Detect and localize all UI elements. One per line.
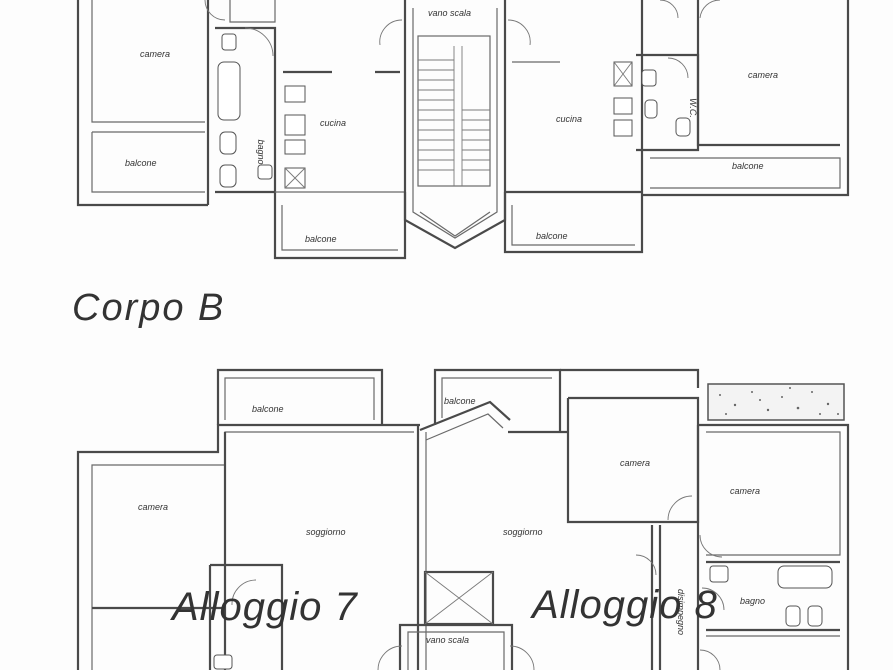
label-balcone-lower-mid: balcone (444, 396, 476, 406)
upper-stair-treads (418, 46, 490, 186)
door-arc-stair-left (379, 19, 403, 46)
upper-camera-right-wall (696, 0, 840, 147)
upper-stair-chevron (419, 211, 491, 237)
upper-right-outer-wall (642, 0, 850, 197)
door-arc-bagno-right (701, 587, 725, 611)
door-arc-bath-left (244, 27, 274, 57)
label-camera-lower-left: camera (138, 502, 168, 512)
label-bagno-lower-right: bagno (740, 596, 765, 606)
lower-left-outer-wall (76, 423, 420, 670)
upper-balcony-right-long (650, 157, 841, 189)
lower-disimpegno-walls (650, 525, 662, 670)
lower-plan: balcone balcone camera soggiorno soggior… (76, 368, 850, 670)
lower-stair-outer (398, 623, 514, 670)
label-vano-scala-lower: vano scala (426, 635, 469, 645)
upper-left-outer-wall (76, 0, 208, 207)
door-arc-top-left (204, 0, 226, 21)
label-balcone-lower-left: balcone (252, 404, 284, 414)
upper-balcony-left-wall (91, 131, 205, 193)
door-arc-wc-right (667, 57, 689, 79)
label-disimpegno-lower: disimpegno (676, 589, 686, 635)
bidet-left (219, 164, 237, 188)
lower-balcony-left-wall (216, 368, 384, 425)
kitchen-right-sink (613, 119, 633, 137)
label-balcone-upper-right: balcone (732, 161, 764, 171)
toilet-left (219, 131, 237, 155)
lower-stair-box-x (424, 571, 494, 625)
basin-left (257, 164, 273, 180)
label-bagno-upper-left: bagno (256, 139, 266, 164)
lower-angled-wall (419, 400, 511, 432)
toilet-right (785, 605, 801, 627)
sink-right (709, 565, 729, 583)
upper-plan: camera bagno cucina vano scala cucina ca… (76, 0, 850, 260)
label-camera-lower-mid: camera (620, 458, 650, 468)
utility-left-fixture (213, 654, 233, 670)
door-arc-stair-right (507, 19, 531, 46)
bidet-right (807, 605, 823, 627)
kitchen-left-counter (284, 139, 306, 155)
label-alloggio-8: Alloggio 8 (530, 583, 718, 627)
wc-right-toilet (675, 117, 691, 137)
label-camera-upper-left: camera (140, 49, 170, 59)
door-arc-lower-stair-right (509, 645, 535, 670)
upper-stair-outer (403, 0, 507, 250)
lower-balcony-mid-inner (441, 377, 552, 418)
kitchen-right-stove (613, 97, 633, 115)
door-arc-disimpegno (635, 554, 657, 576)
lower-bagno-right-walls (706, 560, 840, 632)
planter (707, 383, 845, 421)
lower-angled-wall-inner (425, 413, 504, 441)
lower-camera-right-inner (706, 431, 841, 556)
label-balcone-upper-left: balcone (305, 234, 337, 244)
upper-balcony-mid-wall (273, 192, 407, 260)
label-soggiorno-lower-right: soggiorno (503, 527, 543, 537)
upper-wc-right-walls (636, 0, 700, 192)
bathtub-right (777, 565, 833, 589)
lower-utility-left-walls (208, 563, 284, 670)
lower-stair-inner (407, 631, 505, 670)
bathtub-left (217, 61, 241, 121)
door-arc-lower-stair-left (377, 645, 403, 670)
upper-balcony-mid-inner (281, 205, 398, 251)
door-arc-camera-right (699, 534, 723, 558)
label-balcone-upper-far-left: balcone (125, 158, 157, 168)
door-arc-top-right (659, 0, 679, 19)
upper-balcony-right-inner (511, 205, 635, 246)
door-arc-bottom-right (699, 649, 721, 670)
corpo-title: Corpo B (72, 287, 225, 329)
wc-right-bidet (644, 99, 658, 119)
kitchen-right-fridge-x (613, 61, 633, 87)
upper-left-inner-wall (91, 0, 205, 123)
lower-left-inner-wall (91, 431, 414, 670)
upper-top-left-closet (229, 0, 276, 23)
kitchen-left-stove (284, 114, 306, 136)
label-vano-scala-upper: vano scala (428, 8, 471, 18)
kitchen-left-fridge-x (284, 167, 306, 189)
door-arc-utility-left (231, 579, 257, 606)
door-arc-camera-mid (667, 495, 693, 521)
sink-left (221, 33, 237, 51)
wc-right-sink (641, 69, 657, 87)
label-camera-lower-right: camera (730, 486, 760, 496)
kitchen-left-sink (284, 85, 306, 103)
label-alloggio-7: Alloggio 7 (170, 585, 358, 629)
lower-top-mid-wall (560, 368, 700, 388)
label-wc-upper-right: W.C. (688, 98, 698, 118)
lower-right-outer-wall (698, 423, 850, 670)
upper-stair-inner (412, 8, 498, 239)
lower-balcony-mid-wall (433, 368, 562, 432)
label-cucina-upper-left: cucina (320, 118, 346, 128)
upper-balcony-right-wall (503, 192, 644, 254)
label-camera-upper-right: camera (748, 70, 778, 80)
planter-dots (719, 387, 839, 415)
label-balcone-upper-mid: balcone (536, 231, 568, 241)
label-cucina-upper-right: cucina (556, 114, 582, 124)
lower-balcony-left-inner (224, 377, 375, 420)
label-soggiorno-lower-left: soggiorno (306, 527, 346, 537)
door-arc-camera-right (699, 0, 721, 19)
